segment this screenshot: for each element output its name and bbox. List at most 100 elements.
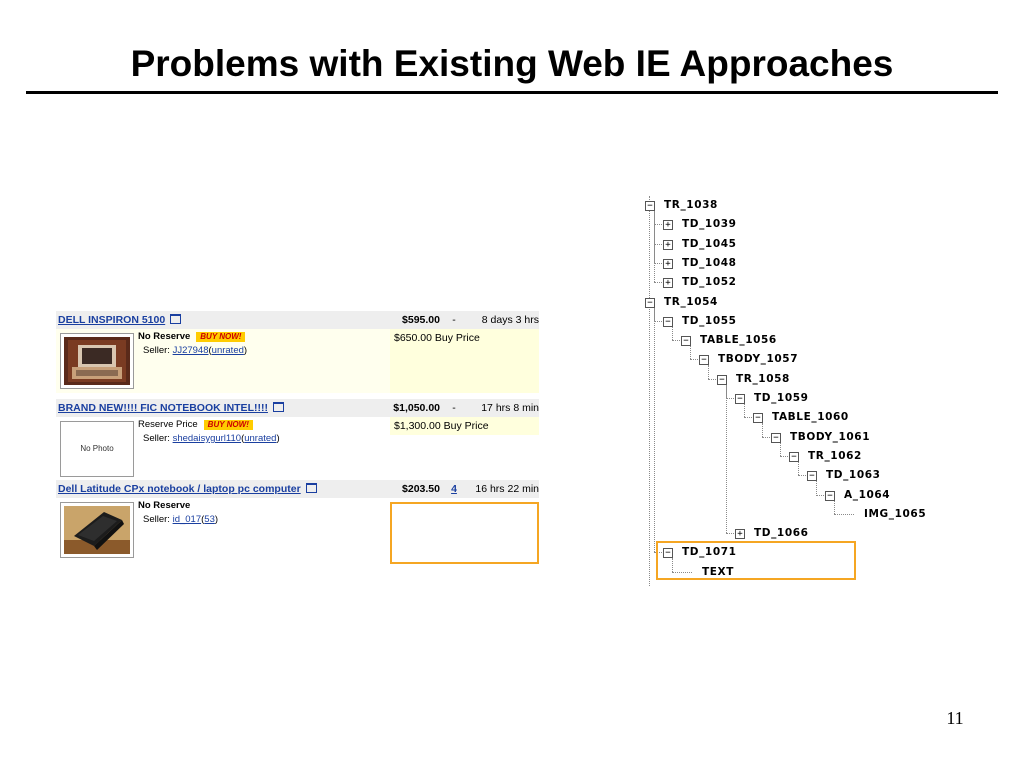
laptop-photo-icon	[64, 506, 130, 554]
collapse-icon[interactable]: −	[699, 355, 709, 366]
tree-connector-line	[672, 558, 673, 572]
tree-node-label: TEXT	[702, 565, 734, 578]
tree-connector-line	[654, 211, 655, 283]
collapse-icon[interactable]: −	[717, 374, 727, 385]
new-window-icon[interactable]	[272, 402, 284, 412]
collapse-icon[interactable]: −	[789, 451, 799, 462]
tree-node-label: TABLE_1060	[772, 411, 849, 424]
listing-item: BRAND NEW!!!! FIC NOTEBOOK INTEL!!!! $1,…	[56, 399, 539, 477]
format-text: No Reserve	[138, 500, 191, 511]
collapse-icon[interactable]: −	[645, 297, 655, 308]
item-thumbnail[interactable]	[60, 502, 134, 558]
tree-connector-line	[672, 326, 673, 341]
buy-price: $1,300.00 Buy Price	[394, 420, 489, 432]
collapse-icon[interactable]: −	[735, 394, 745, 404]
feedback-link[interactable]: unrated	[211, 345, 244, 356]
seller-info: Seller: JJ27948(unrated)	[143, 345, 248, 356]
tree-branch-line	[780, 455, 794, 457]
expand-icon[interactable]: +	[663, 278, 673, 289]
tree-node-label: TR_1058	[736, 372, 790, 385]
tree-connector-line	[744, 404, 745, 418]
seller-label: Seller:	[143, 345, 170, 356]
tree-branch-line	[654, 552, 668, 554]
price: $203.50	[402, 483, 440, 495]
dom-subtree-highlight	[656, 541, 856, 580]
collapse-icon[interactable]: −	[663, 316, 673, 327]
buy-price-cell: $650.00 Buy Price	[390, 329, 539, 393]
tree-branch-line	[672, 340, 686, 342]
seller-link[interactable]: JJ27948	[172, 345, 209, 356]
buy-now-badge: BUY NOW!	[203, 420, 253, 430]
tree-node-label: TD_1039	[682, 218, 737, 231]
item-title-text: Dell Latitude CPx notebook / laptop pc c…	[58, 483, 301, 495]
tree-connector-line	[780, 442, 781, 456]
missing-buy-price-highlight	[390, 502, 539, 564]
expand-icon[interactable]: +	[663, 220, 673, 231]
tree-connector-line	[762, 423, 763, 437]
item-title-text: BRAND NEW!!!! FIC NOTEBOOK INTEL!!!!	[58, 402, 268, 414]
collapse-icon[interactable]: −	[807, 471, 817, 482]
time-left: 16 hrs 22 min	[475, 483, 539, 495]
expand-icon[interactable]: +	[735, 529, 745, 540]
tree-node-label: TD_1048	[682, 256, 737, 269]
tree-branch-line	[654, 243, 668, 245]
new-window-icon[interactable]	[305, 483, 317, 493]
tree-connector-line	[834, 500, 835, 514]
item-thumbnail[interactable]	[60, 333, 134, 389]
tree-trunk-line	[649, 196, 650, 586]
format-text: No Reserve	[138, 331, 191, 342]
collapse-icon[interactable]: −	[825, 490, 835, 501]
collapse-icon[interactable]: −	[681, 336, 691, 347]
tree-node-label: A_1064	[844, 488, 891, 501]
page-number: 11	[946, 708, 964, 728]
price: $595.00	[402, 314, 440, 326]
bids-count: -	[452, 314, 456, 326]
item-title-link[interactable]: DELL INSPIRON 5100	[58, 311, 182, 329]
collapse-icon[interactable]: −	[645, 201, 655, 211]
item-title-text: DELL INSPIRON 5100	[58, 314, 166, 326]
no-photo-placeholder: No Photo	[80, 444, 114, 453]
bids-count-link[interactable]: 4	[451, 483, 457, 495]
tree-branch-line	[672, 571, 692, 573]
collapse-icon[interactable]: −	[753, 413, 763, 424]
collapse-icon[interactable]: −	[663, 548, 673, 559]
seller-info: Seller: shedaisygurl110(unrated)	[143, 433, 280, 444]
tree-node-label: TBODY_1061	[790, 430, 871, 443]
time-left: 17 hrs 8 min	[481, 402, 539, 414]
tree-connector-line	[654, 307, 655, 553]
tree-node-label: TD_1045	[682, 237, 737, 250]
tree-node-label: TD_1066	[754, 527, 809, 540]
new-window-icon[interactable]	[170, 314, 182, 324]
slide-title: Problems with Existing Web IE Approaches	[130, 43, 894, 84]
time-left: 8 days 3 hrs	[481, 314, 539, 326]
listing-header: DELL INSPIRON 5100 $595.00 - 8 days 3 hr…	[56, 311, 539, 329]
tree-branch-line	[726, 398, 740, 399]
listing-header: Dell Latitude CPx notebook / laptop pc c…	[56, 480, 539, 498]
seller-label: Seller:	[143, 433, 170, 444]
bids-count: -	[452, 402, 456, 414]
expand-icon[interactable]: +	[663, 239, 673, 250]
item-title-link[interactable]: BRAND NEW!!!! FIC NOTEBOOK INTEL!!!!	[58, 399, 284, 417]
seller-info: Seller: id_017(53)	[143, 514, 219, 525]
item-thumbnail[interactable]: No Photo	[60, 421, 134, 477]
tree-branch-line	[834, 513, 854, 515]
feedback-link[interactable]: unrated	[244, 433, 277, 444]
listing-format: No Reserve	[138, 500, 190, 511]
seller-label: Seller:	[143, 514, 170, 525]
seller-link[interactable]: id_017	[172, 514, 202, 525]
laptop-photo-icon	[64, 337, 130, 385]
tree-branch-line	[744, 417, 758, 419]
item-title-link[interactable]: Dell Latitude CPx notebook / laptop pc c…	[58, 480, 317, 498]
collapse-icon[interactable]: −	[771, 432, 781, 443]
tree-node-label: TR_1062	[808, 449, 862, 462]
buy-price-cell: $1,300.00 Buy Price	[390, 417, 539, 435]
expand-icon[interactable]: +	[663, 258, 673, 269]
feedback-link[interactable]: 53	[204, 514, 215, 525]
price: $1,050.00	[393, 402, 440, 414]
tree-node-label: TABLE_1056	[700, 334, 777, 347]
seller-link[interactable]: shedaisygurl110	[172, 433, 242, 444]
tree-node-label: IMG_1065	[864, 507, 927, 520]
tree-branch-line	[798, 475, 812, 477]
